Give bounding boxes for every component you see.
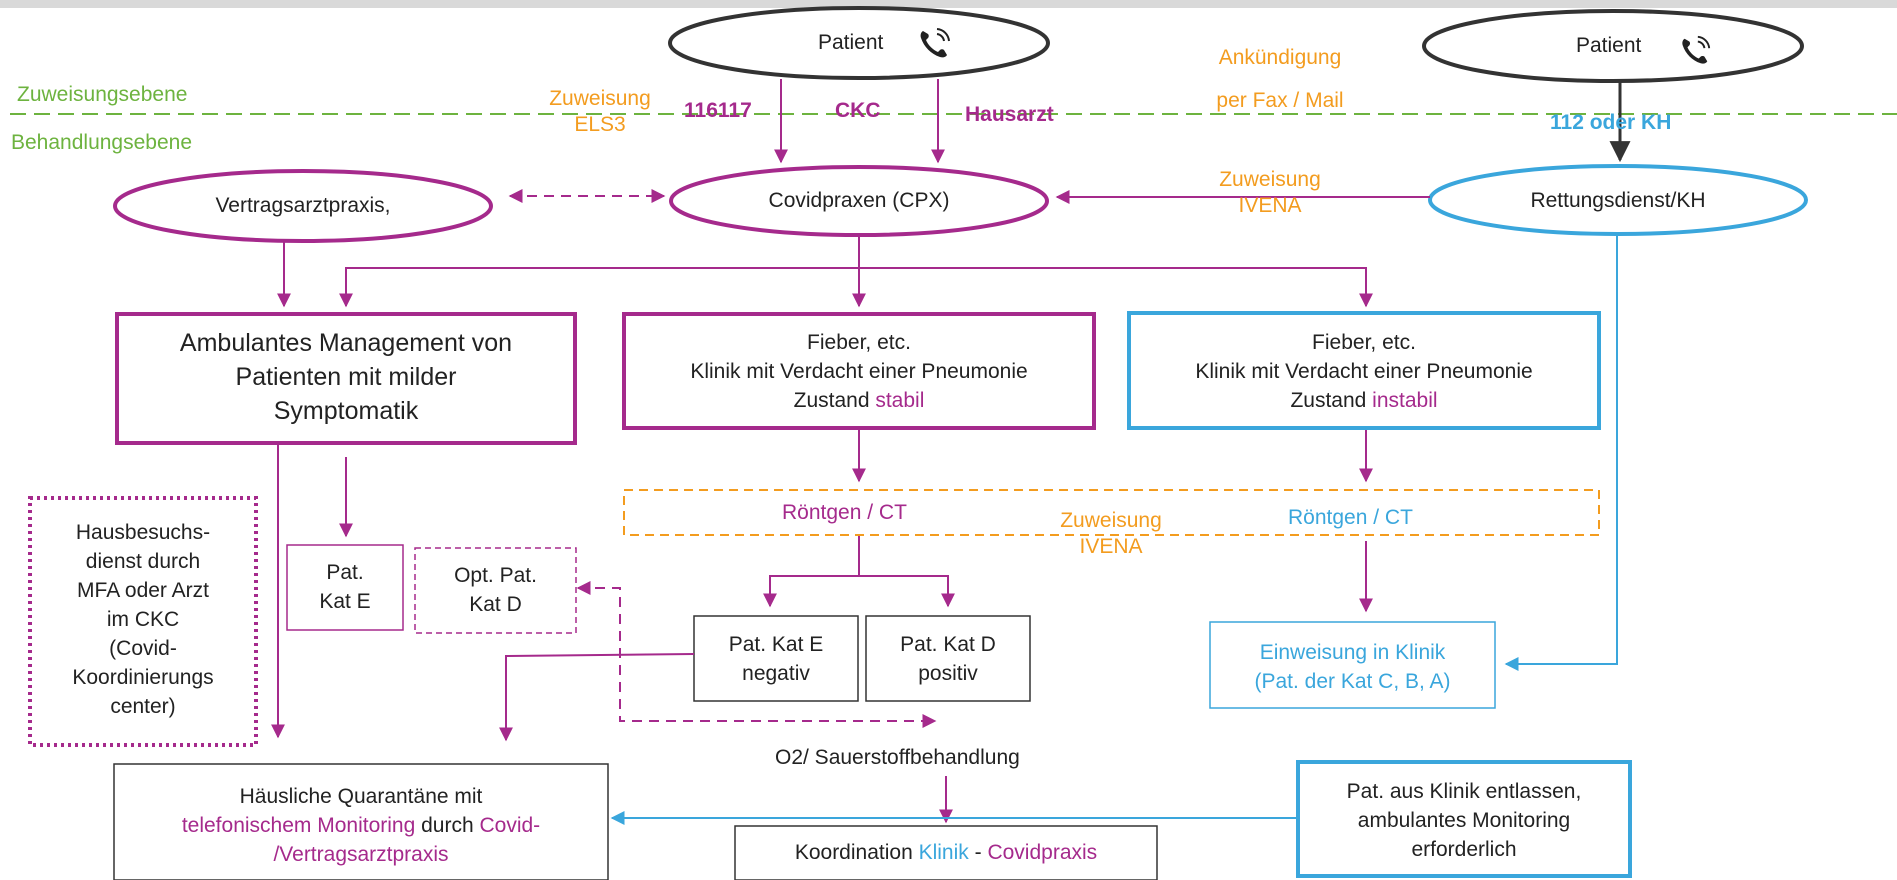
- opt-pat-kat-d-box: [414, 547, 577, 634]
- patient-right-label: Patient: [1576, 34, 1642, 57]
- state-stabil: stabil: [875, 389, 925, 412]
- ckc-label: CKC: [835, 99, 881, 122]
- hausbesuch-box: [28, 496, 258, 747]
- patient-right-ellipse: [1422, 9, 1804, 83]
- entlassen-label: Pat. aus Klinik entlassen, ambulantes Mo…: [1346, 780, 1582, 861]
- stabil-label: Fieber, etc. Klinik mit Verdacht einer P…: [690, 331, 1028, 412]
- zuweisung-ivena-top-label: Zuweisung IVENA: [1219, 168, 1321, 218]
- einweisung-label: Einweisung in Klinik (Pat. der Kat C, B,…: [1254, 641, 1451, 693]
- pat-kat-e-label: Pat. Kat E: [319, 561, 371, 613]
- kat-e-negativ-box: [693, 615, 859, 702]
- hausarzt-label: Hausarzt: [965, 103, 1054, 126]
- vertragsarzt-label: Vertragsarztpraxis,: [215, 194, 391, 217]
- ankuendigung-label: Ankündigung per Fax / Mail: [1216, 46, 1344, 112]
- patient-left-label: Patient: [818, 31, 884, 54]
- vertragsarzt-ellipse: [113, 169, 493, 243]
- opt-pat-kat-d-label: Opt. Pat. Kat D: [454, 564, 537, 616]
- roentgen-left-label: Röntgen / CT: [782, 501, 907, 524]
- o2-label: O2/ Sauerstoffbehandlung: [775, 746, 1020, 769]
- quarantaene-box: [113, 763, 609, 880]
- patient-left-ellipse: [668, 6, 1050, 80]
- ambulant-label: Ambulantes Management von Patienten mit …: [179, 329, 513, 425]
- einweisung-box: [1209, 621, 1496, 709]
- zuweisung-ivena-mid-label: Zuweisung IVENA: [1060, 509, 1162, 559]
- hausbesuch-label: Hausbesuchs- dienst durch MFA oder Arzt …: [72, 521, 214, 718]
- kat-e-negativ-label: Pat. Kat E negativ: [728, 633, 824, 685]
- phone-icon: [916, 26, 952, 67]
- ambulant-box: [115, 312, 577, 445]
- quarantaene-label: Häusliche Quarantäne mit telefonischem M…: [181, 785, 541, 866]
- koordination-box: [734, 825, 1158, 880]
- kat-d-positiv-box: [865, 615, 1031, 702]
- phone-icon: [1678, 34, 1712, 73]
- stabil-box: [622, 312, 1096, 430]
- pat-kat-e-box: [286, 544, 404, 631]
- state-instabil: instabil: [1372, 389, 1438, 412]
- code-112-label: 112 oder KH: [1550, 111, 1672, 134]
- roentgen-right-label: Röntgen / CT: [1288, 506, 1413, 529]
- zuweisung-els3-label: Zuweisung ELS3: [549, 87, 651, 137]
- top-bar: [0, 0, 1897, 8]
- rettungsdienst-label: Rettungsdienst/KH: [1530, 189, 1706, 212]
- entlassen-box: [1296, 760, 1632, 878]
- behandlungsebene-label: Behandlungsebene: [11, 131, 193, 154]
- covidpraxen-label: Covidpraxen (CPX): [768, 189, 950, 212]
- zuweisungsebene-label: Zuweisungsebene: [17, 83, 188, 106]
- kat-d-positiv-label: Pat. Kat D positiv: [900, 633, 996, 685]
- roentgen-dashed-box: [623, 489, 1600, 536]
- instabil-label: Fieber, etc. Klinik mit Verdacht einer P…: [1195, 331, 1533, 412]
- instabil-box: [1127, 311, 1601, 430]
- code-116117-label: 116117: [684, 99, 752, 122]
- koordination-label: Koordination Klinik - Covidpraxis: [794, 841, 1098, 864]
